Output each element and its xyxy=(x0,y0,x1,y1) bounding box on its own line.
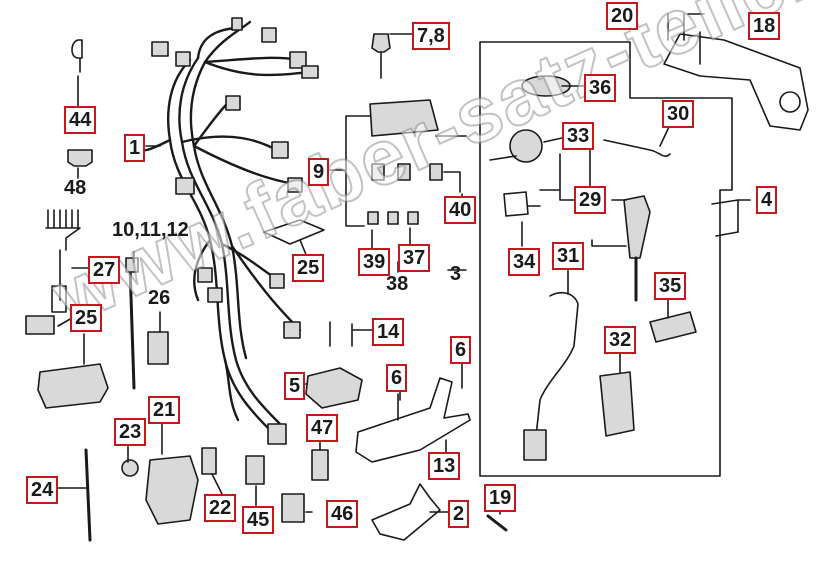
ignition-group-frame xyxy=(479,41,733,477)
callout-13: 13 xyxy=(428,452,461,480)
callout-10-11-12: 10,11,12 xyxy=(112,219,189,241)
callout-24: 24 xyxy=(26,476,59,504)
part-30-wire xyxy=(603,139,671,157)
part-2-bracket xyxy=(371,483,441,541)
part-10-cable-tie xyxy=(128,264,136,390)
part-25-relay xyxy=(37,363,109,409)
part-7-8-bulb xyxy=(371,33,391,79)
part-47-connector xyxy=(311,449,329,481)
callout-46: 46 xyxy=(326,500,359,528)
part-46-connector xyxy=(281,493,305,523)
part-33-housing xyxy=(509,129,543,163)
callout-7-8: 7,8 xyxy=(412,22,450,50)
part-31-sensor xyxy=(535,291,579,437)
callout-48: 48 xyxy=(64,177,87,199)
callout-26: 26 xyxy=(148,287,171,309)
callout-31: 31 xyxy=(552,242,585,270)
part-24-rod xyxy=(84,448,92,542)
part-48-cap xyxy=(67,149,93,167)
callout-39: 39 xyxy=(358,248,391,276)
part-29-cylinder xyxy=(623,195,651,259)
callout-1: 1 xyxy=(124,134,146,162)
callout-34: 34 xyxy=(508,248,541,276)
part-18-bracket xyxy=(663,33,809,131)
callout-3: 3 xyxy=(450,263,462,285)
callout-33: 33 xyxy=(562,122,595,150)
callout-44: 44 xyxy=(64,106,97,134)
callout-6a: 6 xyxy=(386,364,408,392)
part-13-bracket xyxy=(355,377,471,463)
callout-38: 38 xyxy=(386,273,409,295)
part-45-connector xyxy=(245,455,265,485)
part-25-plate xyxy=(263,219,325,245)
callout-36: 36 xyxy=(584,74,617,102)
part-35-grip xyxy=(649,311,697,343)
callout-35: 35 xyxy=(654,272,687,300)
callout-9: 9 xyxy=(308,158,330,186)
part-19-fuse xyxy=(486,514,508,532)
callout-30: 30 xyxy=(662,100,695,128)
part-34-plate xyxy=(503,191,529,217)
callout-22: 22 xyxy=(204,494,237,522)
callout-27: 27 xyxy=(88,256,121,284)
callout-23: 23 xyxy=(114,418,147,446)
callout-37: 37 xyxy=(398,244,431,272)
callout-45: 45 xyxy=(242,506,275,534)
callout-47: 47 xyxy=(306,414,339,442)
callout-25a: 25 xyxy=(70,304,103,332)
part-32-lock xyxy=(599,371,635,437)
callout-29: 29 xyxy=(574,186,607,214)
callout-32: 32 xyxy=(604,326,637,354)
part-5-sensor xyxy=(305,367,363,409)
callout-25b: 25 xyxy=(292,254,325,282)
callout-40: 40 xyxy=(444,196,477,224)
callout-5: 5 xyxy=(284,372,306,400)
part-27-wire-set xyxy=(45,209,81,313)
part-26-connector xyxy=(147,331,169,365)
callout-4: 4 xyxy=(756,186,778,214)
callout-21: 21 xyxy=(148,396,181,424)
part-21-block xyxy=(145,455,199,525)
callout-20: 20 xyxy=(606,2,639,30)
callout-19: 19 xyxy=(484,484,517,512)
part-44-fuse-holder xyxy=(71,39,83,73)
callout-18: 18 xyxy=(748,12,781,40)
callout-6b: 6 xyxy=(450,336,472,364)
callout-2: 2 xyxy=(448,500,470,528)
callout-14: 14 xyxy=(372,318,405,346)
part-9-fusebox xyxy=(369,99,439,137)
